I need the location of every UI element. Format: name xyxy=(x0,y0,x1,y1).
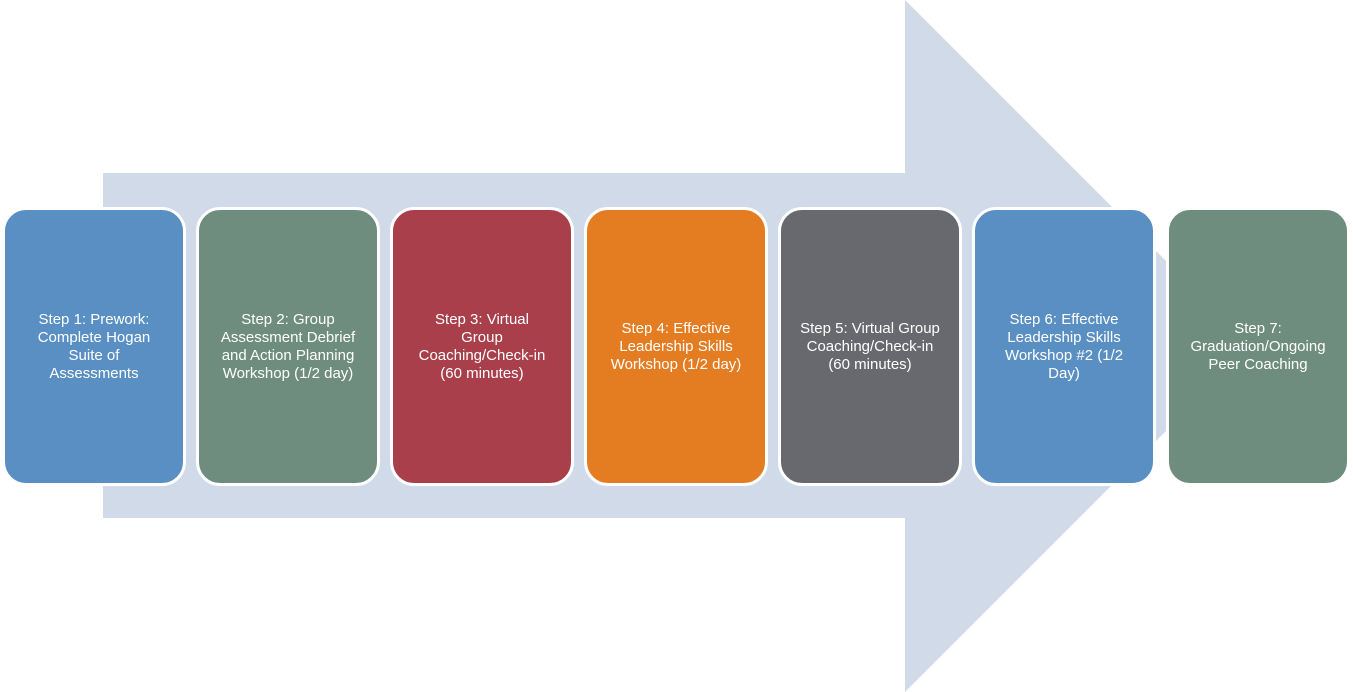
step-2-label: Step 2: Group Assessment Debrief and Act… xyxy=(220,310,356,382)
step-5-box: Step 5: Virtual Group Coaching/Check-in … xyxy=(778,207,962,486)
step-7-box: Step 7: Graduation/Ongoing Peer Coaching xyxy=(1166,207,1350,486)
step-3-label: Step 3: Virtual Group Coaching/Check-in … xyxy=(418,310,546,382)
step-2-box: Step 2: Group Assessment Debrief and Act… xyxy=(196,207,380,486)
step-1-label: Step 1: Prework: Complete Hogan Suite of… xyxy=(37,310,151,382)
step-4-box: Step 4: Effective Leadership Skills Work… xyxy=(584,207,768,486)
step-7-label: Step 7: Graduation/Ongoing Peer Coaching xyxy=(1190,319,1326,373)
step-1-box: Step 1: Prework: Complete Hogan Suite of… xyxy=(2,207,186,486)
step-6-label: Step 6: Effective Leadership Skills Work… xyxy=(1004,310,1124,382)
step-4-label: Step 4: Effective Leadership Skills Work… xyxy=(610,319,742,373)
step-6-box: Step 6: Effective Leadership Skills Work… xyxy=(972,207,1156,486)
step-3-box: Step 3: Virtual Group Coaching/Check-in … xyxy=(390,207,574,486)
step-5-label: Step 5: Virtual Group Coaching/Check-in … xyxy=(800,319,940,373)
